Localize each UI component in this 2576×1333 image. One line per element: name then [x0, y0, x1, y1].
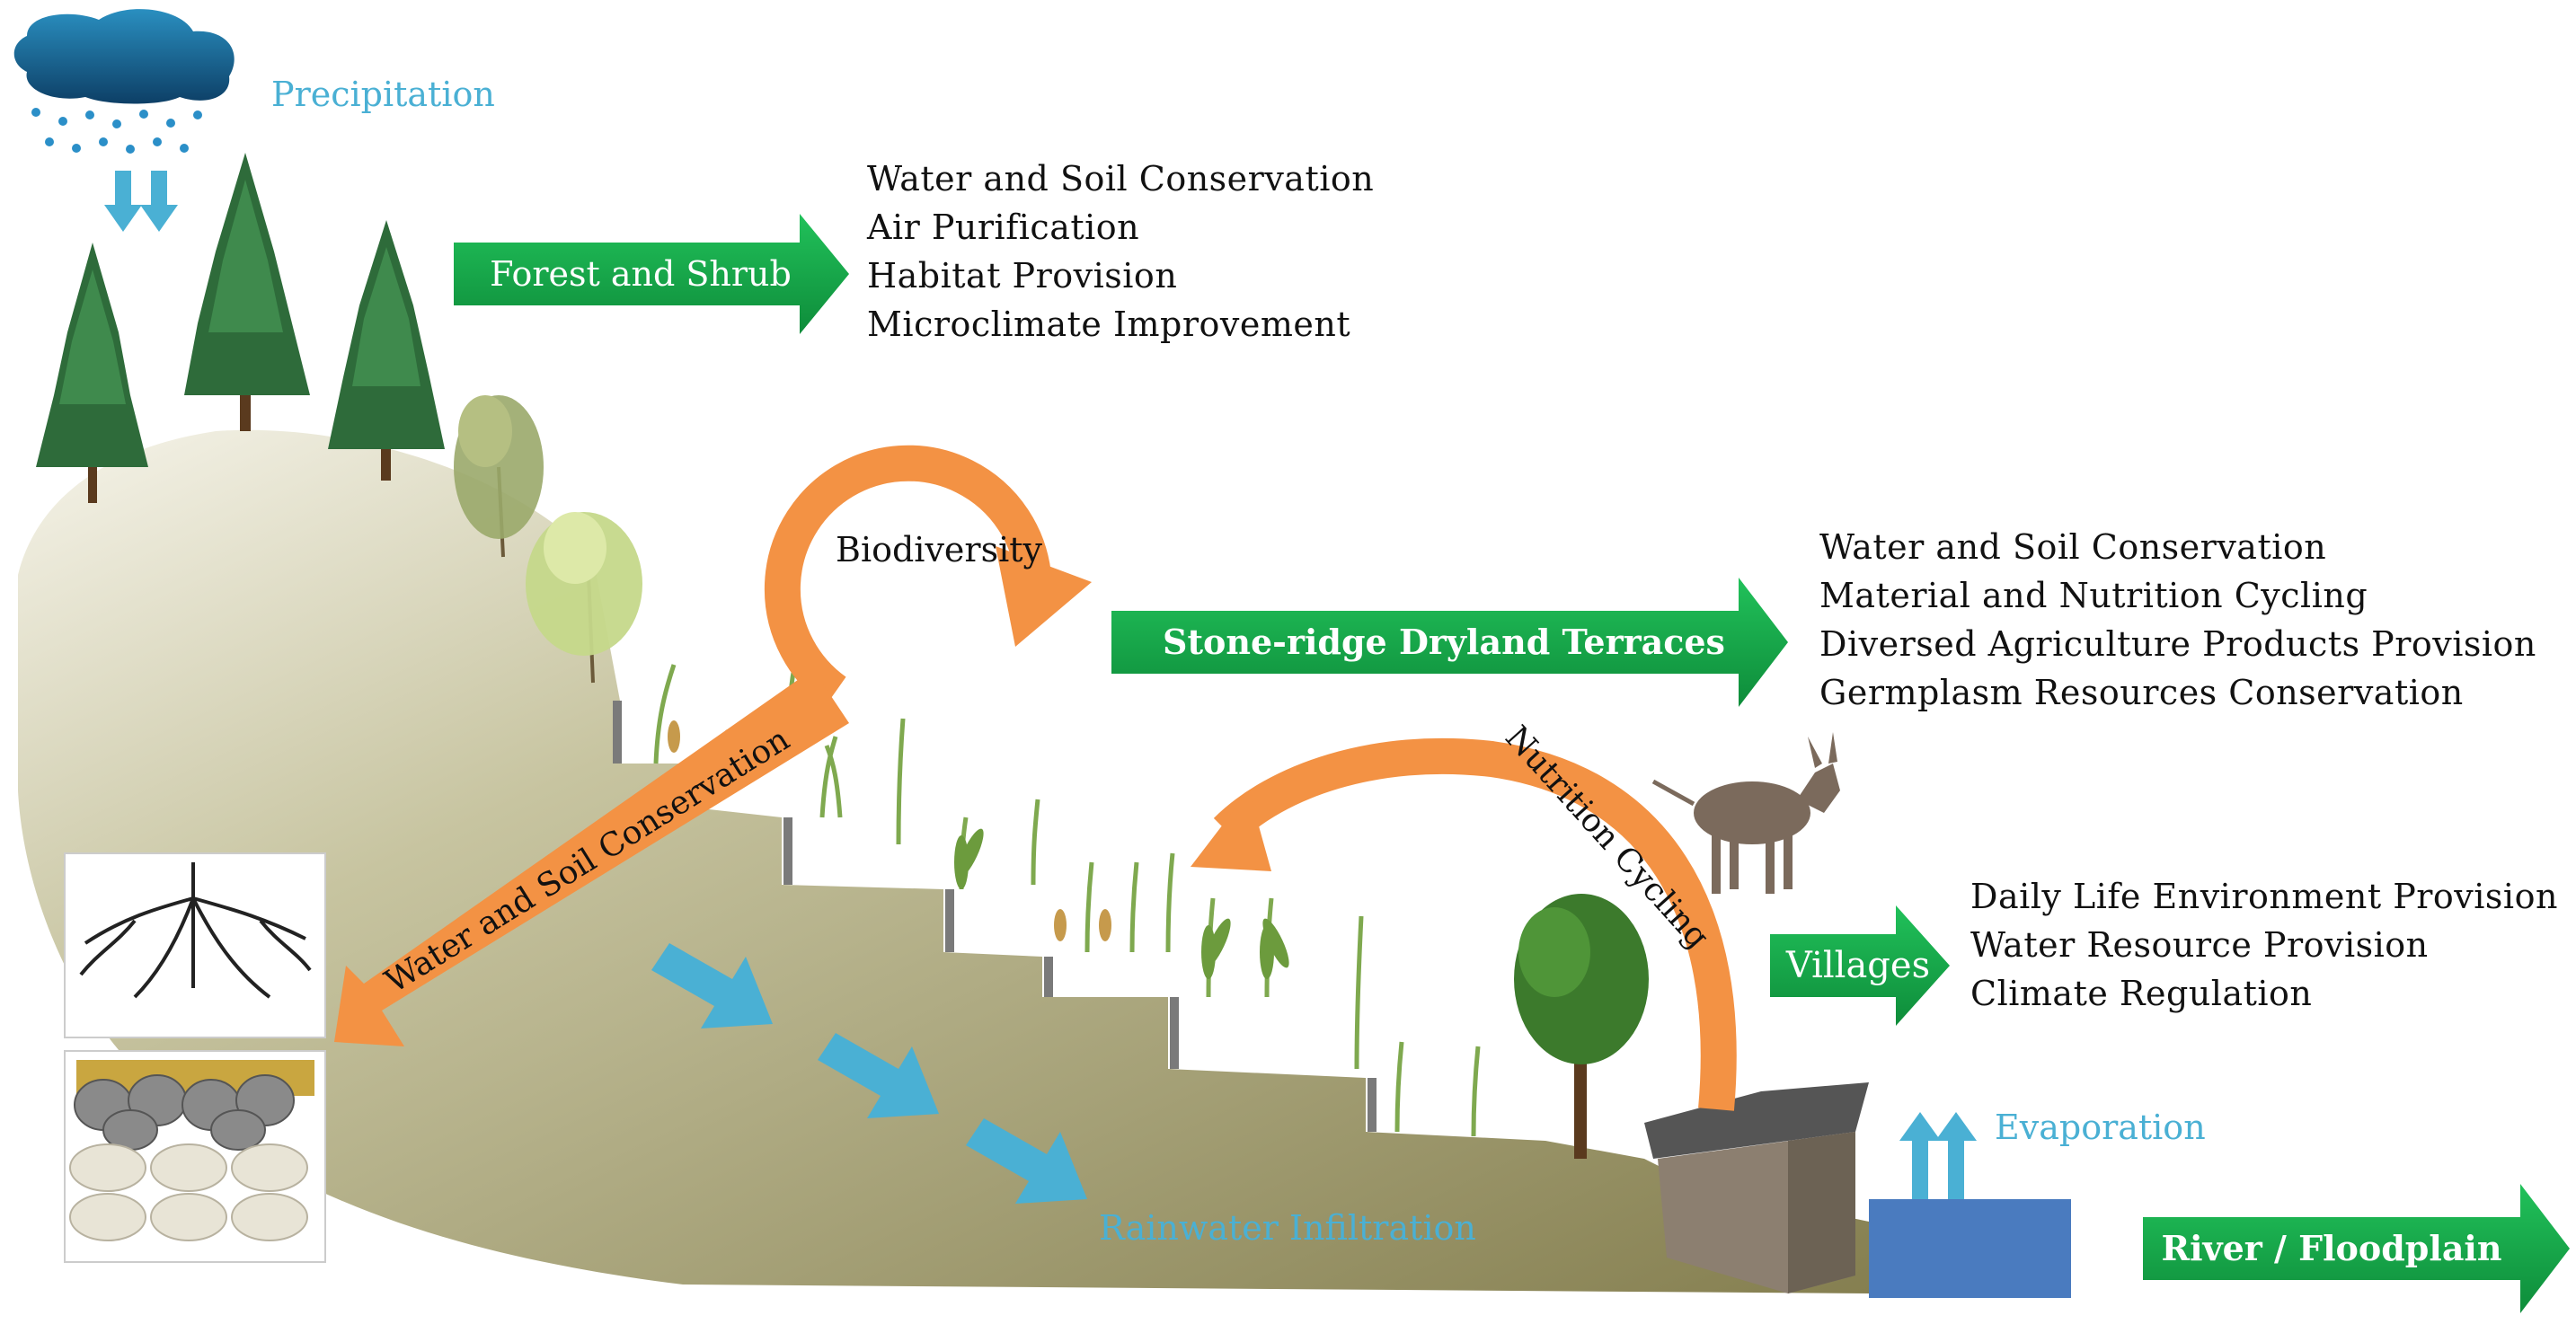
terraces-label: Stone-ridge Dryland Terraces	[1163, 622, 1725, 662]
forest-shrub-arrow	[454, 214, 849, 334]
service-item: Water and Soil Conservation	[867, 159, 1375, 199]
terraces-arrow	[1111, 578, 1788, 707]
service-item: Climate Regulation	[1970, 974, 2313, 1013]
shrub-icon	[454, 395, 544, 558]
infiltration-arrows-icon	[651, 943, 1087, 1204]
conifer-tree-icon	[184, 153, 310, 431]
river-floodplain-label: River / Floodplain	[2162, 1228, 2502, 1268]
terrace-walls	[613, 701, 1377, 1132]
villages-arrow	[1770, 905, 1950, 1026]
villages-label: Villages	[1785, 945, 1930, 986]
water-soil-conservation-arrow	[334, 669, 849, 1046]
broadleaf-tree-icon	[1514, 894, 1649, 1159]
pond	[1869, 1199, 2071, 1298]
donkey-icon	[1651, 732, 1840, 894]
service-item: Daily Life Environment Provision	[1970, 877, 2558, 916]
rain-cloud-icon	[13, 9, 235, 154]
service-item: Material and Nutrition Cycling	[1819, 576, 2368, 615]
rainwater-infiltration-label: Rainwater Infiltration	[1099, 1208, 1476, 1248]
hillside-terrain	[18, 429, 1869, 1293]
conifer-tree-icon	[36, 243, 148, 503]
forest-shrub-label: Forest and Shrub	[490, 254, 792, 294]
conifer-tree-icon	[328, 220, 445, 481]
shrub-icon	[526, 512, 642, 684]
terrace-services-list: Water and Soil Conservation Material and…	[1819, 523, 2536, 717]
stone-house-icon	[1644, 1082, 1869, 1293]
evaporation-label: Evaporation	[1995, 1108, 2206, 1147]
service-item: Water and Soil Conservation	[1819, 527, 2327, 567]
service-item: Diversed Agriculture Products Provision	[1819, 624, 2536, 664]
forest-services-list: Water and Soil Conservation Air Purifica…	[867, 154, 1374, 349]
biodiversity-label: Biodiversity	[836, 530, 1042, 569]
precipitation-label: Precipitation	[271, 75, 495, 114]
crop-leaves	[954, 828, 1289, 979]
evaporation-arrows-icon	[1899, 1112, 1977, 1199]
service-item: Habitat Provision	[867, 256, 1178, 296]
service-item: Germplasm Resources Conservation	[1819, 673, 2464, 712]
nutrition-cycling-arrow	[1191, 737, 1737, 1111]
precipitation-arrows-icon	[104, 171, 178, 232]
biodiversity-cycle-arrow	[764, 445, 1092, 707]
village-services-list: Daily Life Environment Provision Water R…	[1970, 872, 2558, 1018]
service-item: Water Resource Provision	[1970, 925, 2429, 965]
root-system-inset	[64, 852, 326, 1038]
service-item: Microclimate Improvement	[867, 305, 1351, 344]
soil-stone-inset	[64, 1050, 326, 1263]
service-item: Air Purification	[867, 207, 1140, 247]
river-floodplain-arrow	[2143, 1184, 2570, 1313]
